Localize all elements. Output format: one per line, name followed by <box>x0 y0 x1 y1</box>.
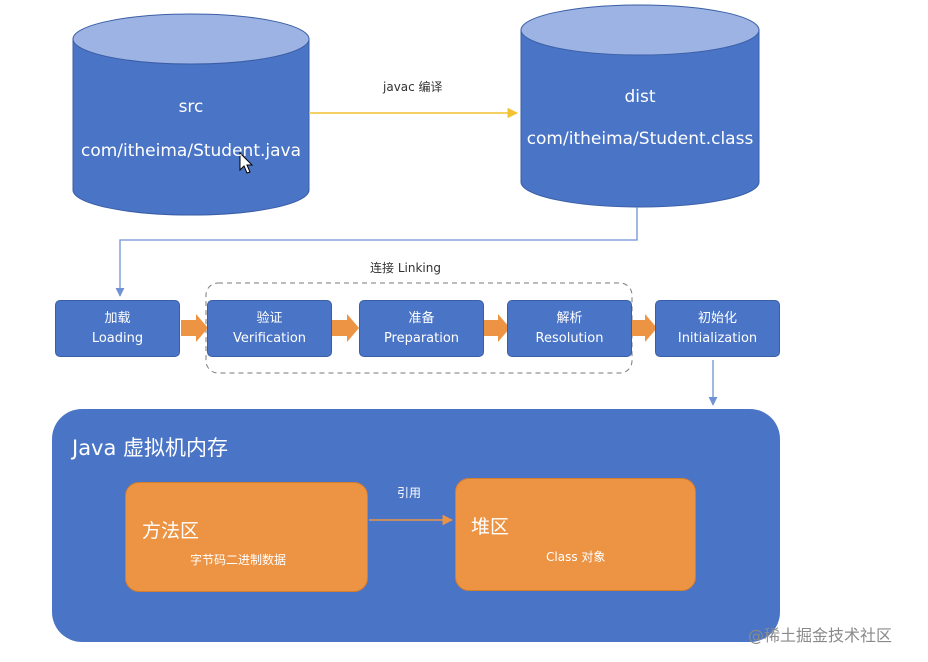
step-preparation-en: Preparation <box>383 330 460 346</box>
mouse-cursor-icon <box>239 151 254 174</box>
step-loading-en: Loading <box>91 330 144 346</box>
step-verification-zh: 验证 <box>256 310 283 326</box>
step-preparation: 准备 Preparation <box>359 300 484 357</box>
heap-area-subtitle: Class 对象 <box>546 550 606 564</box>
heap-area-box <box>455 478 696 591</box>
dist-to-loading-connector <box>115 207 638 297</box>
dist-label: dist <box>624 87 656 107</box>
step-resolution: 解析 Resolution <box>507 300 632 357</box>
step-arrow-3 <box>483 314 510 342</box>
step-initialization-zh: 初始化 <box>697 310 737 326</box>
compile-label: javac 编译 <box>383 80 443 94</box>
step-arrow-2 <box>332 314 359 342</box>
step-resolution-zh: 解析 <box>556 310 583 326</box>
method-area-box <box>125 482 368 592</box>
step-initialization-en: Initialization <box>677 330 758 346</box>
src-path-label: com/itheima/Student.java <box>80 141 302 161</box>
step-resolution-en: Resolution <box>535 330 604 346</box>
step-preparation-zh: 准备 <box>408 310 435 326</box>
watermark-text: @稀土掘金技术社区 <box>748 626 893 645</box>
linking-label: 连接 Linking <box>370 261 441 275</box>
jvm-memory-title: Java 虚拟机内存 <box>72 436 229 460</box>
step-verification-en: Verification <box>232 330 307 346</box>
step-arrow-4 <box>630 314 657 342</box>
step-verification: 验证 Verification <box>207 300 332 357</box>
src-label: src <box>178 97 204 117</box>
step-loading-zh: 加载 <box>104 310 131 326</box>
step-loading: 加载 Loading <box>55 300 180 357</box>
reference-label: 引用 <box>397 486 422 500</box>
step-arrow-1 <box>181 314 208 342</box>
dist-path-label: com/itheima/Student.class <box>526 129 754 149</box>
method-area-title: 方法区 <box>142 520 200 542</box>
dist-database-cylinder <box>520 4 760 208</box>
method-area-subtitle: 字节码二进制数据 <box>190 553 287 567</box>
step-initialization: 初始化 Initialization <box>655 300 780 357</box>
heap-area-title: 堆区 <box>471 516 510 538</box>
